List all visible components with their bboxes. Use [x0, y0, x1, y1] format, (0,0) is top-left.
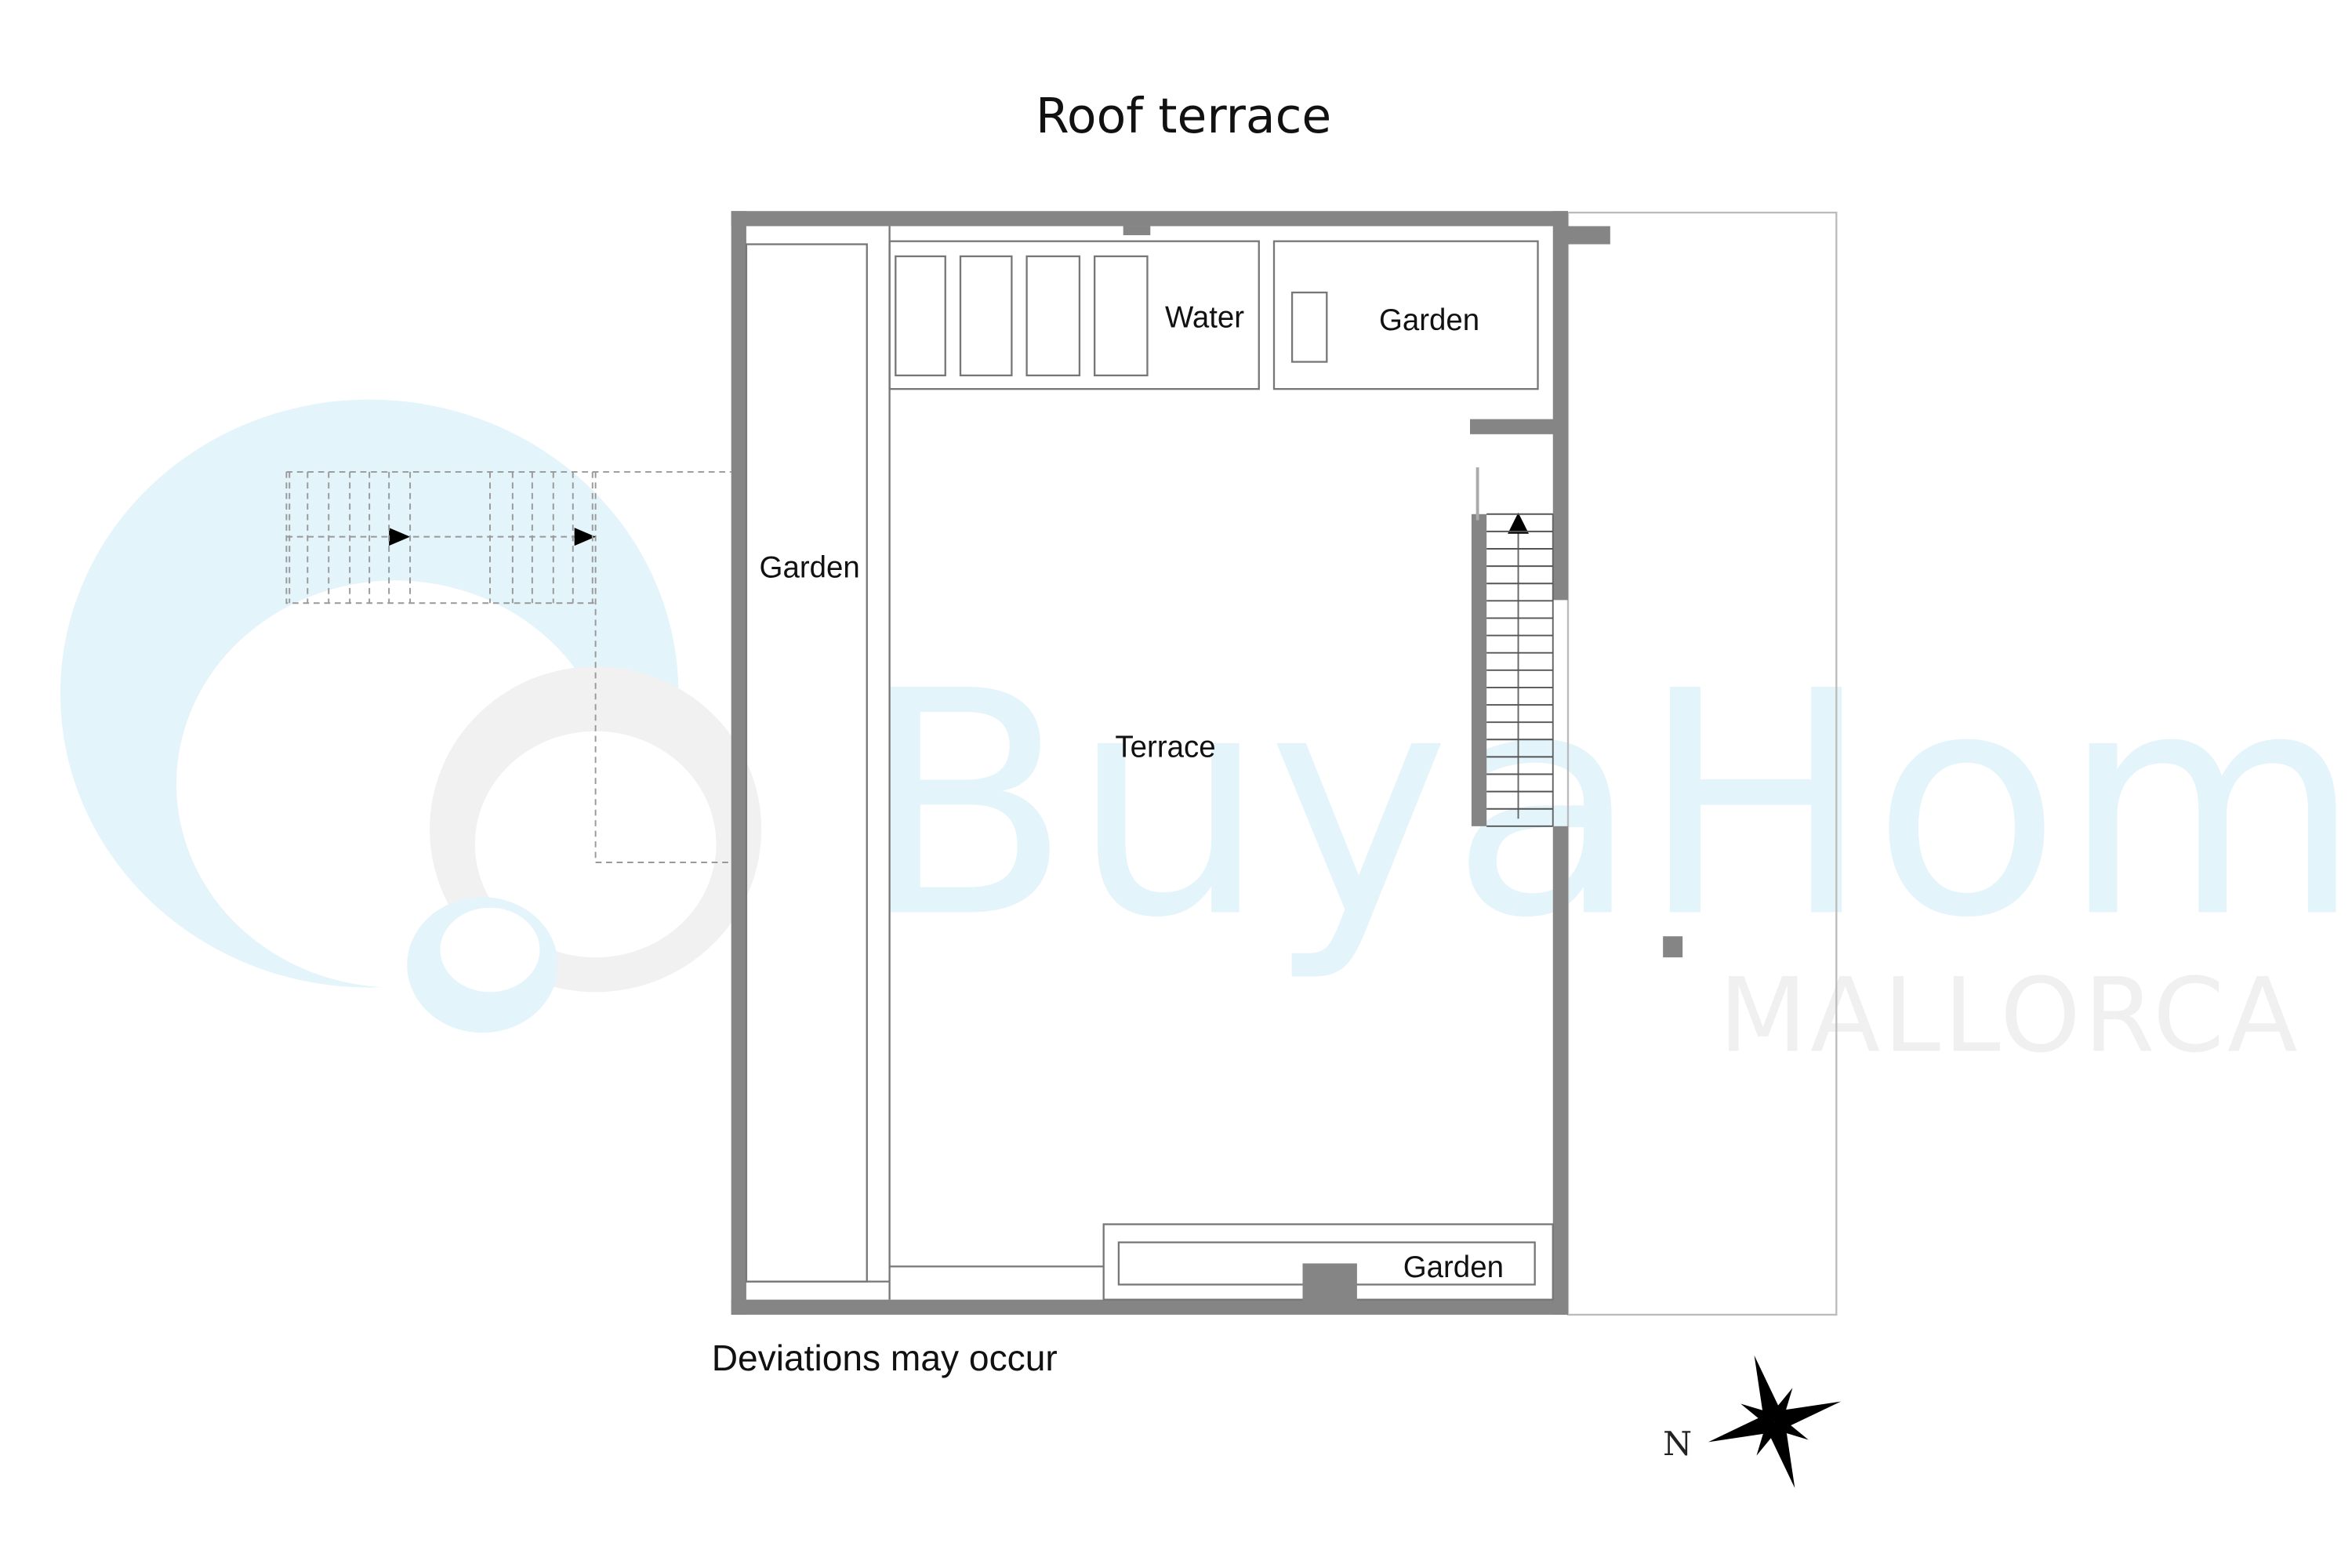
room-label-garden-left: Garden [760, 551, 860, 585]
lower-stairs-outline [285, 470, 731, 863]
room-label-garden-top: Garden [1379, 303, 1479, 337]
room-label-water: Water [1165, 300, 1244, 334]
disclaimer: Deviations may occur [712, 1338, 1058, 1378]
room-label-garden-bottom: Garden [1403, 1250, 1504, 1284]
page-title: Roof terrace [1036, 88, 1331, 144]
pillar-marker [1663, 936, 1683, 958]
walls [731, 211, 1568, 1315]
room-label-terrace: Terrace [1115, 730, 1215, 764]
compass-north-label: N [1663, 1425, 1692, 1463]
watermark-brand: BuyaHome [859, 625, 2352, 985]
watermark-region: MALLORCA [1719, 956, 2300, 1075]
staircase [1475, 467, 1554, 827]
water-area [888, 240, 1260, 390]
compass: N [1663, 1355, 1842, 1489]
compass-rose-icon [1708, 1355, 1842, 1489]
garden-top-area [1272, 240, 1539, 390]
garden-left-area [745, 243, 868, 1283]
stairs-up-arrow-icon [1508, 512, 1529, 534]
arrow-right-icon [389, 528, 411, 546]
arrow-right-icon [574, 528, 596, 546]
exterior-area [1566, 212, 1838, 1316]
